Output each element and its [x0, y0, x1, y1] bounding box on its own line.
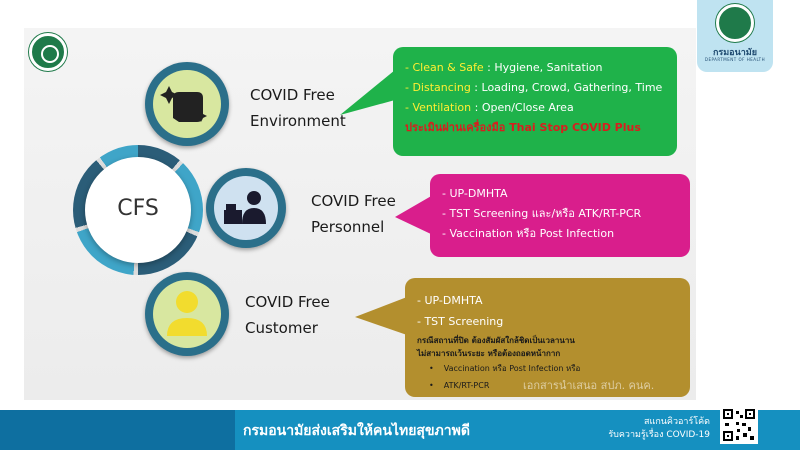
- personnel-item: - UP-DMHTA: [442, 187, 508, 200]
- org-name-thai: กรมอนามัย: [712, 48, 758, 58]
- cfs-hub-label: CFS: [117, 196, 159, 221]
- environment-item-ventilation: - Ventilation : Open/Close Area: [405, 98, 665, 118]
- document-watermark: เอกสารนำเสนอ สปภ. คนค.: [523, 379, 655, 392]
- qr-code-icon[interactable]: [720, 406, 758, 444]
- customer-bullet-list: Vaccination หรือ Post Infection หรือ ATK…: [417, 360, 678, 394]
- staff-at-counter-icon: [214, 176, 278, 240]
- environment-title-line2: Environment: [250, 112, 346, 130]
- personnel-title-line2: Personnel: [311, 218, 385, 236]
- environment-term: - Clean & Safe: [405, 61, 484, 74]
- customer-title-line1: COVID Free: [245, 293, 330, 311]
- personnel-title-line1: COVID Free: [311, 192, 396, 210]
- environment-bubble-tail: [340, 70, 395, 115]
- department-seal-icon: [716, 4, 754, 42]
- cfs-hub: [85, 157, 191, 263]
- personnel-icon-badge: [206, 168, 286, 248]
- personnel-criteria-box: - UP-DMHTA - TST Screening และ/หรือ ATK/…: [430, 174, 690, 257]
- environment-item-distancing: - Distancing : Loading, Crowd, Gathering…: [405, 78, 665, 98]
- customer-item: - TST Screening: [417, 315, 504, 328]
- environment-icon-badge: [145, 62, 229, 146]
- customer-note-line1: กรณีสถานที่ปิด ต้องสัมผัสใกล้ชิดเป็นเวลา…: [417, 336, 575, 345]
- environment-detail: : Open/Close Area: [471, 101, 574, 114]
- customer-note-line2: ไม่สามารถเว้นระยะ หรือต้องถอดหน้ากาก: [417, 349, 561, 358]
- customer-person-icon: [153, 280, 221, 348]
- footer-bar-accent: [0, 410, 235, 450]
- environment-criteria-box: - Clean & Safe : Hygiene, Sanitation - D…: [393, 47, 677, 156]
- footer-scan-line1: สแกนคิวอาร์โค้ด: [644, 417, 710, 427]
- environment-detail: : Loading, Crowd, Gathering, Time: [470, 81, 663, 94]
- customer-bullet: Vaccination หรือ Post Infection หรือ: [429, 360, 678, 377]
- environment-title-line1: COVID Free: [250, 86, 335, 104]
- customer-item: - UP-DMHTA: [417, 294, 483, 307]
- environment-term: - Ventilation: [405, 101, 472, 114]
- department-logo-badge: กรมอนามัย DEPARTMENT OF HEALTH: [697, 0, 773, 72]
- customer-bullet: ATK/RT-PCR: [429, 377, 678, 394]
- personnel-item: - Vaccination หรือ Post Infection: [442, 227, 615, 240]
- personnel-bubble-tail: [395, 195, 433, 235]
- department-seal-logo: [29, 33, 67, 71]
- environment-term: - Distancing: [405, 81, 471, 94]
- environment-detail: : Hygiene, Sanitation: [483, 61, 603, 74]
- customer-bubble-tail: [355, 297, 407, 335]
- footer-scan-line2: รับความรู้เรื่อง COVID-19: [608, 430, 710, 440]
- environment-assessment-note: ประเมินผ่านเครื่องมือ Thai Stop COVID Pl…: [405, 121, 641, 134]
- footer-slogan: กรมอนามัยส่งเสริมให้คนไทยสุขภาพดี: [243, 423, 470, 439]
- environment-item-clean: - Clean & Safe : Hygiene, Sanitation: [405, 58, 665, 78]
- org-name-english: DEPARTMENT OF HEALTH: [704, 57, 766, 62]
- cleaning-hand-icon: [153, 70, 221, 138]
- customer-title-line2: Customer: [245, 319, 318, 337]
- customer-criteria-box: - UP-DMHTA - TST Screening กรณีสถานที่ปิ…: [405, 278, 690, 397]
- customer-icon-badge: [145, 272, 229, 356]
- personnel-item: - TST Screening และ/หรือ ATK/RT-PCR: [442, 207, 642, 220]
